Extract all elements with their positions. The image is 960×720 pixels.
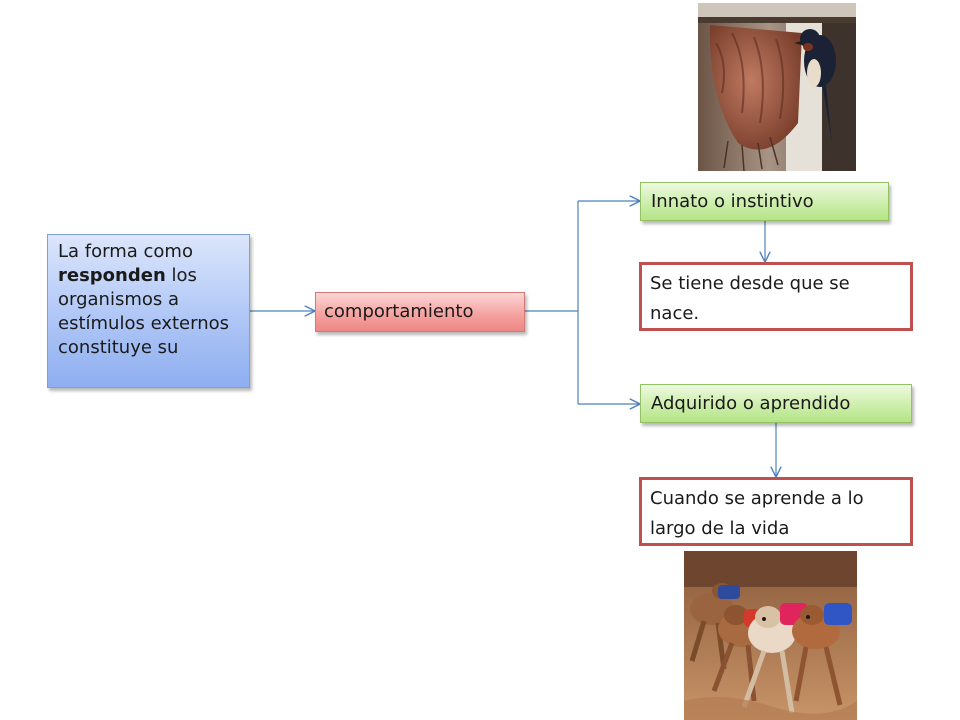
concept-node: comportamiento [315, 292, 525, 332]
source-text-line1: La forma como [58, 241, 193, 262]
source-text-rest: los organismos a estímulos externos cons… [58, 265, 229, 358]
acquired-description: Cuando se aprende a lo largo de la vida [639, 477, 913, 546]
swallow-nest-illustration [698, 3, 856, 171]
innate-description: Se tiene desde que se nace. [639, 262, 913, 331]
innate-label: Innato o instintivo [651, 191, 814, 212]
acquired-node: Adquirido o aprendido [640, 384, 912, 423]
innate-node: Innato o instintivo [640, 182, 889, 221]
greyhounds-photo [684, 551, 857, 720]
acquired-label: Adquirido o aprendido [651, 393, 851, 414]
concept-label: comportamiento [324, 301, 474, 322]
source-node: La forma como responden los organismos a… [47, 234, 250, 388]
innate-description-text: Se tiene desde que se nace. [650, 273, 850, 324]
source-text-bold: responden [58, 265, 166, 286]
swallow-nest-photo [698, 3, 856, 171]
greyhounds-illustration [684, 551, 857, 720]
acquired-description-text: Cuando se aprende a lo largo de la vida [650, 488, 864, 539]
